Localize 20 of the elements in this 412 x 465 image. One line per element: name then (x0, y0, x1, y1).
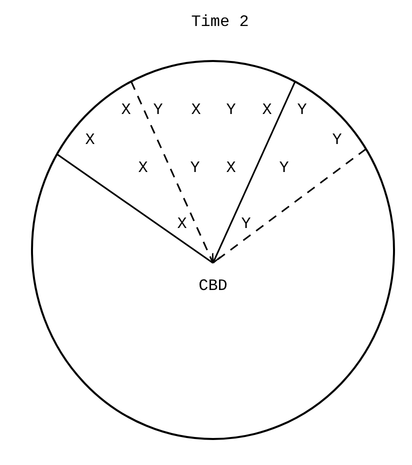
letter-mark: Y (332, 132, 342, 148)
letter-mark: Y (241, 216, 251, 232)
circle-boundary (31, 60, 395, 440)
title: Time 2 (191, 14, 249, 30)
letter-mark: X (177, 216, 187, 232)
letter-mark: X (121, 102, 131, 118)
place-label: CBD (193, 263, 233, 294)
letter-mark: X (85, 132, 95, 148)
letter-mark: Y (279, 160, 289, 176)
letter-mark: X (226, 160, 236, 176)
letter-mark: Y (297, 102, 307, 118)
letter-mark: Y (153, 102, 163, 118)
letter-mark: Y (226, 102, 236, 118)
letter-mark: X (262, 102, 272, 118)
arrow (212, 81, 296, 264)
letter-mark: Y (190, 160, 200, 176)
letter-mark: X (138, 160, 148, 176)
letter-mark: X (191, 102, 201, 118)
radial-line (130, 81, 214, 264)
radial-line (56, 154, 214, 264)
